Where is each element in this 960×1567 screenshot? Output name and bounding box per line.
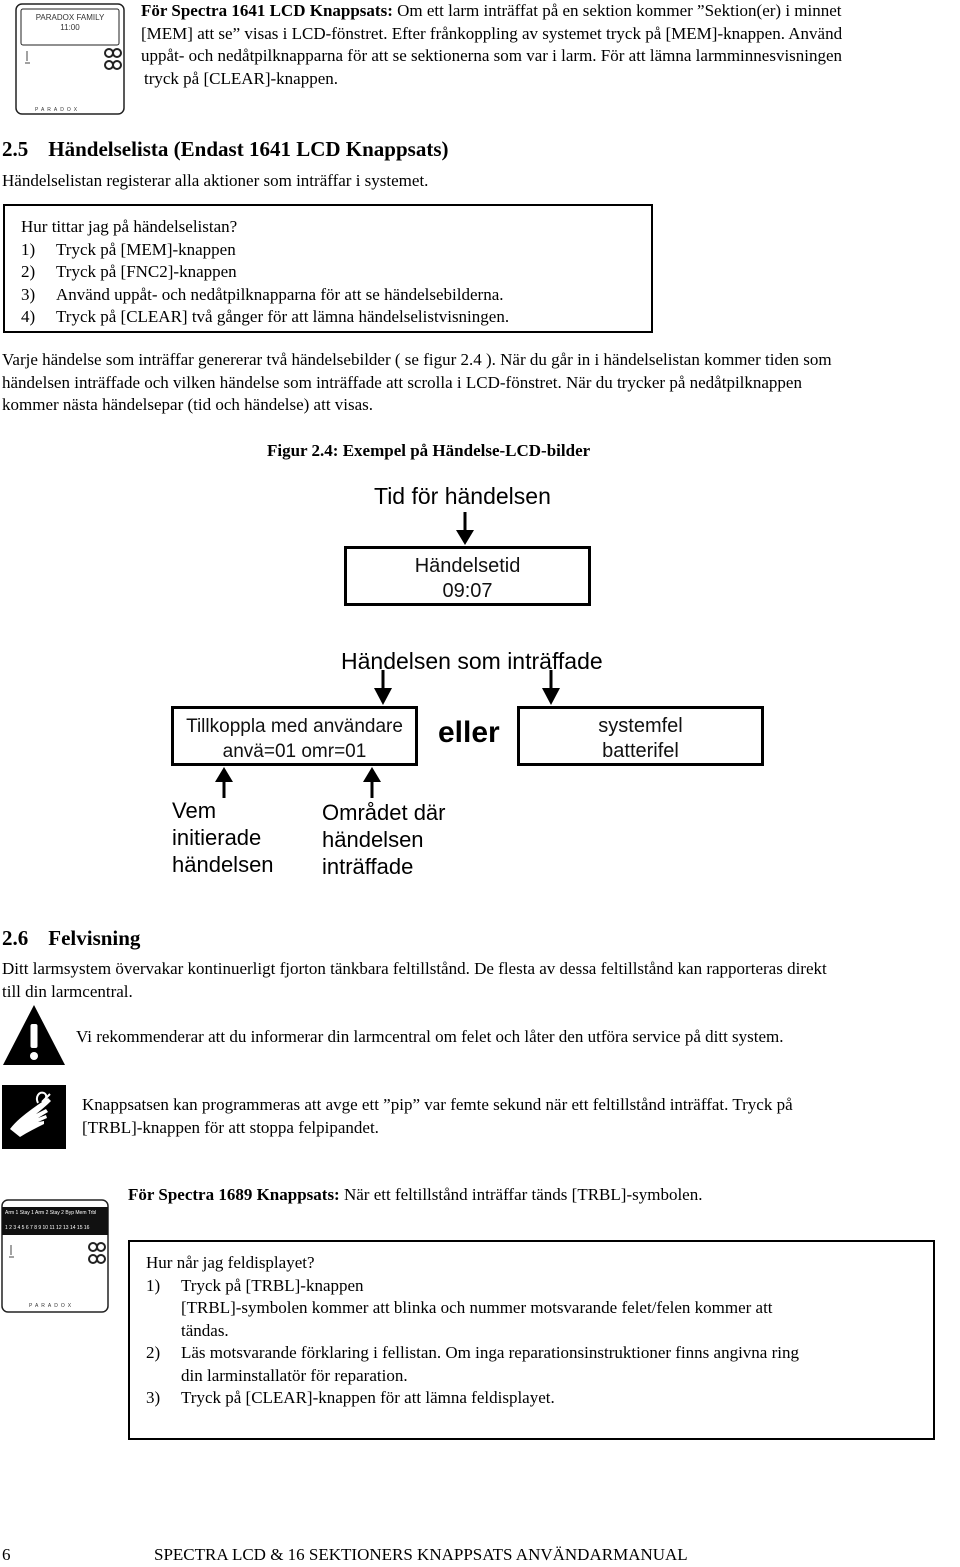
intro-1641-line3: uppåt- och nedåtpilknapparna för att se … <box>141 46 843 65</box>
eventlist-question: Hur tittar jag på händelselistan? <box>21 217 238 236</box>
eventlist-step: 2)Tryck på [FNC2]-knappen <box>21 262 237 281</box>
spectra-1689-lead: För Spectra 1689 Knappsats: <box>128 1185 340 1204</box>
keypad-1641-brand: PARADOX FAMILY <box>35 13 105 22</box>
lcd-event-fault: systemfel batterifel <box>517 706 764 766</box>
fault-display-instructions-box: Hur når jag feldisplayet? 1)Tryck på [TR… <box>128 1240 935 1440</box>
note-hand-icon <box>2 1085 66 1154</box>
section-2-6-title: Felvisning <box>48 926 141 950</box>
fault-step: 1)Tryck på [TRBL]-knappen[TRBL]-symbolen… <box>146 1275 773 1340</box>
warning-icon <box>2 1004 66 1071</box>
spectra-1689-line: För Spectra 1689 Knappsats: När ett felt… <box>128 1184 702 1207</box>
section-2-6-paragraph: Ditt larmsystem övervakar kontinuerligt … <box>2 959 827 1001</box>
up-arrow-icon <box>214 766 234 803</box>
page-number: 6 <box>2 1545 11 1564</box>
eventlist-paragraph: Varje händelse som inträffar genererar t… <box>2 350 832 414</box>
figure-event-label: Händelsen som inträffade <box>341 648 603 674</box>
intro-1641-paragraph: För Spectra 1641 LCD Knappsats: Om ett l… <box>141 0 956 90</box>
intro-1641-line4: tryck på [CLEAR]-knappen. <box>144 68 339 88</box>
keypad-1689-icon: Arm 1 Stay 1 Arm 2 Stay 2 Byp Mem Trbl 1… <box>1 1199 109 1313</box>
figure-or: eller <box>438 716 500 749</box>
keypad-1641-logo: PARADOX <box>35 107 81 113</box>
down-arrow-icon <box>541 670 561 711</box>
fault-step: 2)Läs motsvarande förklaring i fellistan… <box>146 1343 799 1385</box>
eventlist-step: 1)Tryck på [MEM]-knappen <box>21 239 236 259</box>
section-2-6-number: 2.6 <box>2 926 29 950</box>
intro-1641-lead: För Spectra 1641 LCD Knappsats: <box>141 1 393 20</box>
note-text: Knappsatsen kan programmeras att avge et… <box>82 1095 793 1137</box>
keypad-1689-logo: PARADOX <box>29 1303 75 1309</box>
eventlist-step: 4)Tryck på [CLEAR] två gånger för att lä… <box>21 307 510 326</box>
lcd-event-time: Händelsetid 09:07 <box>344 546 591 606</box>
section-2-5-intro: Händelselistan registerar alla aktioner … <box>2 171 429 190</box>
warning-text: Vi rekommenderar att du informerar din l… <box>76 1027 784 1046</box>
down-arrow-icon <box>373 670 393 711</box>
spectra-1689-text: När ett feltillstånd inträffar tänds [TR… <box>339 1185 703 1204</box>
eventlist-instructions-box: Hur tittar jag på händelselistan? 1)Tryc… <box>3 204 653 333</box>
section-2-6-heading: 2.6 Felvisning <box>2 925 140 951</box>
footer-title: SPECTRA LCD & 16 SEKTIONERS KNAPPSATS AN… <box>154 1545 688 1564</box>
section-2-5-heading: 2.5 Händelselista (Endast 1641 LCD Knapps… <box>2 136 449 162</box>
keypad-1689-zones: 1 2 3 4 5 6 7 8 9 10 11 12 13 14 15 16 <box>5 1225 90 1231</box>
figure-area-label: Området där händelsen inträffade <box>322 800 446 879</box>
eventlist-step: 3)Använd uppåt- och nedåtpilknapparna fö… <box>21 284 504 304</box>
intro-1641-line2: [MEM] att se” visas i LCD-fönstret. Efte… <box>141 23 843 43</box>
down-arrow-icon <box>455 512 475 551</box>
figure-who-label: Vem initierade händelsen <box>172 798 274 877</box>
keypad-1641-icon: PARADOX FAMILY 11:00 PARADOX <box>15 3 125 115</box>
fault-step: 3)Tryck på [CLEAR]-knappen för att lämna… <box>146 1388 555 1407</box>
lcd-event-arming: Tillkoppla med användare anvä=01 omr=01 <box>171 706 418 766</box>
fault-question: Hur når jag feldisplayet? <box>146 1253 315 1272</box>
figure-time-label: Tid för händelsen <box>374 483 551 509</box>
keypad-1641-time: 11:00 <box>60 23 80 32</box>
section-2-5-title: Händelselista (Endast 1641 LCD Knappsats… <box>48 137 449 161</box>
up-arrow-icon <box>362 766 382 803</box>
section-2-5-number: 2.5 <box>2 137 29 161</box>
intro-1641-line1: Om ett larm inträffat på en sektion komm… <box>392 1 842 20</box>
figure-caption: Figur 2.4: Exempel på Händelse-LCD-bilde… <box>267 441 591 460</box>
